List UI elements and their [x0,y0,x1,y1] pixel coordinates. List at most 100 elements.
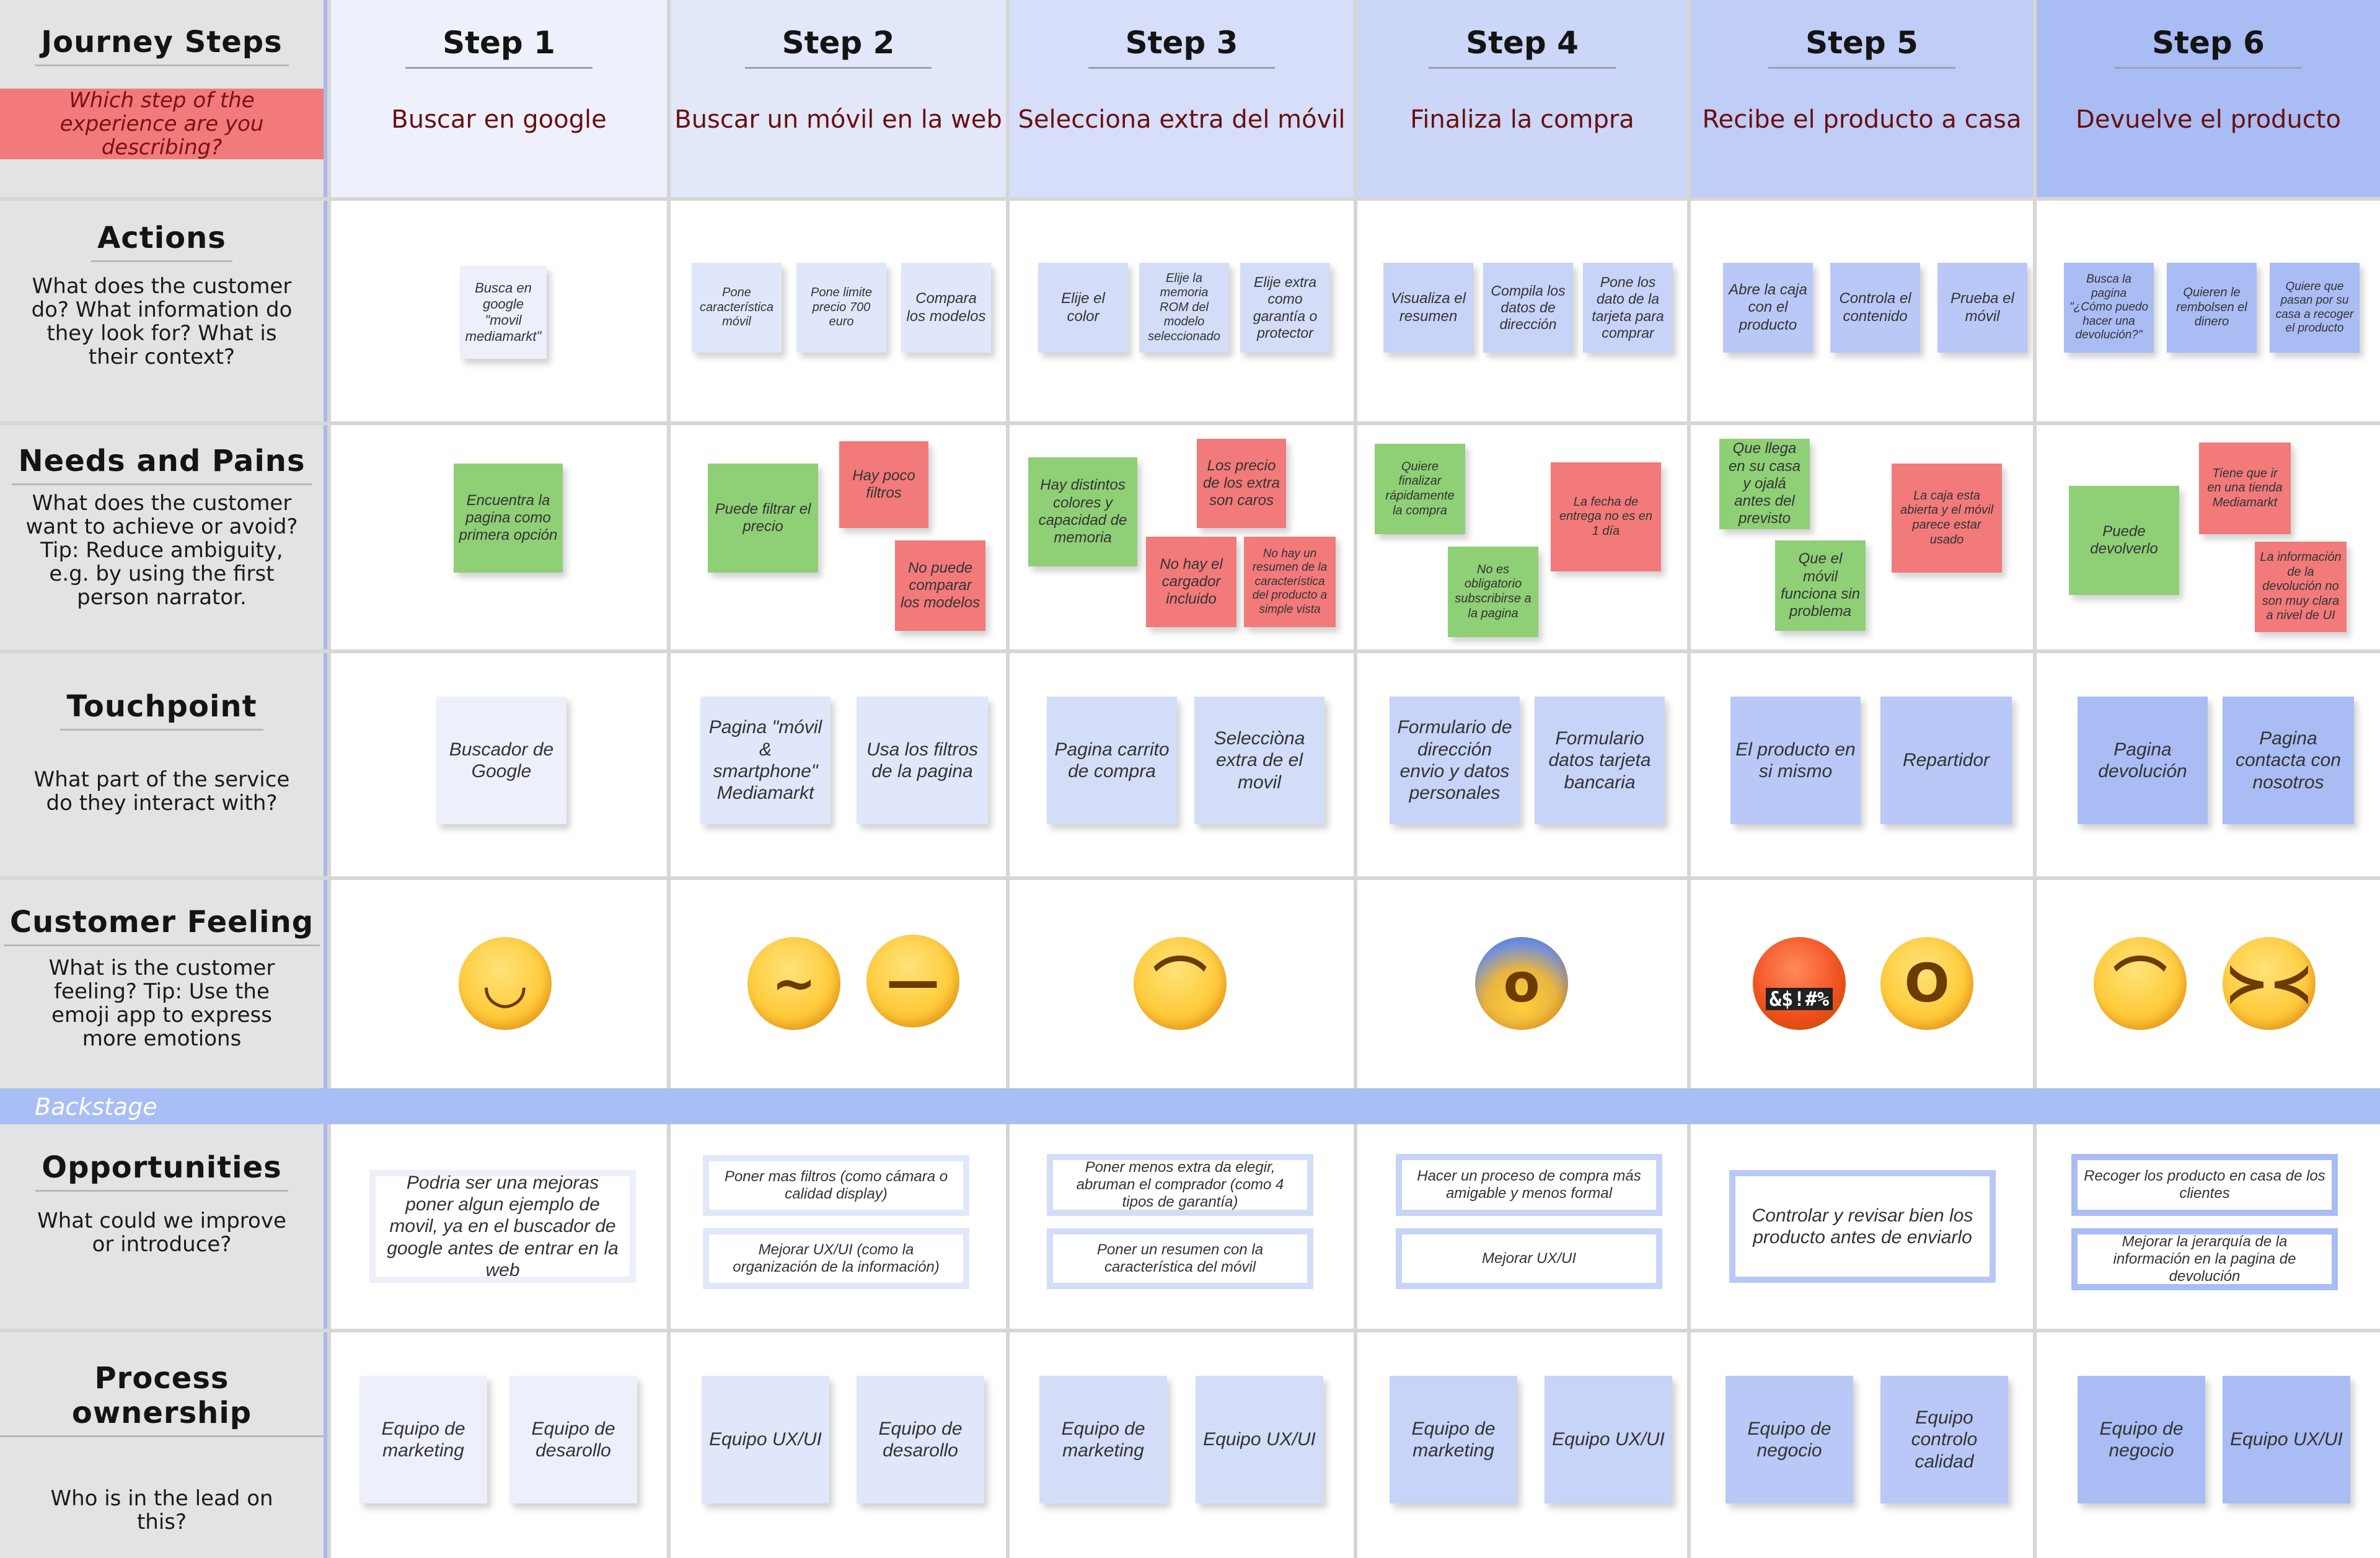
need-note[interactable]: Puede filtrar el precio [708,464,818,573]
action-note[interactable]: Abre la caja con el producto [1723,263,1813,353]
ownership-note[interactable]: Equipo de marketing [1039,1376,1167,1503]
action-note[interactable]: Pone característica móvil [692,263,782,353]
touchpoint-note[interactable]: Pagina carrito de compra [1047,697,1177,824]
opportunity-note[interactable]: Podria ser una mejoras poner algun ejemp… [369,1170,636,1283]
pain-note[interactable]: La fecha de entrega no es en 1 día [1551,462,1661,571]
step-3-title: Step 3 [1088,25,1276,69]
opportunity-note[interactable]: Mejorar la jerarquía de la información e… [2071,1228,2338,1290]
row-header-actions: Actions What does the customer do? What … [0,201,327,421]
need-note[interactable]: Encuentra la pagina como primera opción [454,464,563,573]
ownership-cell-step-1: Equipo de marketing Equipo de desarollo [331,1332,667,1558]
opportunity-note[interactable]: Mejorar UX/UI [1396,1228,1662,1289]
touchpoint-note[interactable]: Pagina devolución [2078,697,2208,824]
touchpoint-cell-step-1: Buscador de Google [331,653,667,876]
action-note[interactable]: Busca la pagina "¿Cómo puedo hacer una d… [2064,263,2154,353]
action-note[interactable]: Elije la memoria ROM del modelo seleccio… [1139,263,1229,353]
actions-question: What does the customer do? What informat… [31,274,293,369]
touchpoint-note[interactable]: Formulario de dirección envio y datos pe… [1390,697,1520,824]
action-note[interactable]: Quiere que pasan por su casa a recoger e… [2270,263,2360,353]
customer-feeling-question: What is the customer feeling? Tip: Use t… [48,956,275,1051]
ownership-note[interactable]: Equipo de desarollo [857,1376,984,1503]
actions-cell-step-2: Pone característica móvil Pone limite pr… [671,201,1006,421]
touchpoint-note[interactable]: Repartidor [1880,697,2012,824]
needs-cell-step-5: Que llega en su casa y ojalá antes del p… [1691,425,2033,649]
need-note[interactable]: Hay distintos colores y capacidad de mem… [1028,457,1137,566]
step-3-description: Selecciona extra del móvil [1018,105,1346,134]
pain-note[interactable]: Hay poco filtros [839,441,928,528]
opportunities-title: Opportunities [35,1150,288,1192]
touchpoint-note[interactable]: Pagina contacta con nosotros [2223,697,2354,824]
ownership-cell-step-6: Equipo de negocio Equipo UX/UI [2037,1332,2380,1558]
ownership-note[interactable]: Equipo de marketing [1390,1376,1517,1503]
need-note[interactable]: No es obligatorio subscribirse a la pagi… [1448,547,1538,637]
ownership-note[interactable]: Equipo de desarollo [509,1376,637,1503]
ownership-cell-step-2: Equipo UX/UI Equipo de desarollo [671,1332,1006,1558]
need-note[interactable]: Que llega en su casa y ojalá antes del p… [1719,439,1810,529]
opportunity-note[interactable]: Poner un resumen con la característica d… [1047,1228,1313,1289]
touchpoint-note[interactable]: El producto en si mismo [1730,697,1861,824]
ownership-note[interactable]: Equipo UX/UI [702,1376,829,1503]
feeling-cell-step-6: ⌒ ≻≺ [2037,880,2380,1088]
needs-pains-question: What does the customer want to achieve o… [25,491,298,610]
action-note[interactable]: Elije el color [1038,263,1128,353]
ownership-cell-step-5: Equipo de negocio Equipo controlo calida… [1691,1332,2033,1558]
opportunity-note[interactable]: Poner menos extra da elegir, abruman el … [1047,1154,1313,1216]
opportunity-note[interactable]: Poner mas filtros (como cámara o calidad… [703,1155,969,1216]
actions-cell-step-5: Abre la caja con el producto Controla el… [1691,201,2033,421]
action-note[interactable]: Busca en google "movil mediamarkt" [460,266,547,359]
action-note[interactable]: Quieren le rembolsen el dinero [2167,263,2257,353]
needs-cell-step-3: Hay distintos colores y capacidad de mem… [1010,425,1354,649]
opportunities-cell-step-3: Poner menos extra da elegir, abruman el … [1010,1124,1354,1329]
opportunity-note[interactable]: Hacer un proceso de compra más amigable … [1396,1154,1662,1216]
touchpoint-note[interactable]: Pagina "móvil & smartphone" Mediamarkt [700,697,831,824]
touchpoint-note[interactable]: Selecciòna extra de el movil [1194,697,1324,824]
ownership-note[interactable]: Equipo UX/UI [2223,1376,2350,1503]
step-6-header: Step 6 Devuelve el producto [2037,0,2380,197]
action-note[interactable]: Visualiza el resumen [1383,263,1473,353]
action-note[interactable]: Compila los datos de dirección [1483,263,1573,353]
ownership-note[interactable]: Equipo de marketing [359,1376,487,1503]
pain-note[interactable]: No hay un resumen de la característica d… [1244,537,1336,627]
pain-note[interactable]: No puede comparar los modelos [895,540,985,631]
actions-cell-step-6: Busca la pagina "¿Cómo puedo hacer una d… [2037,201,2380,421]
touchpoint-note[interactable]: Formulario datos tarjeta bancaria [1535,697,1665,824]
need-note[interactable]: Puede devolverlo [2069,486,2179,595]
ownership-cell-step-3: Equipo de marketing Equipo UX/UI [1010,1332,1354,1558]
action-note[interactable]: Controla el contenido [1830,263,1920,353]
row-header-opportunities: Opportunities What could we improve or i… [0,1124,327,1329]
opportunities-cell-step-6: Recoger los producto en casa de los clie… [2037,1124,2380,1329]
opportunity-note[interactable]: Mejorar UX/UI (como la organización de l… [703,1228,969,1289]
opportunity-note[interactable]: Controlar y revisar bien los producto an… [1729,1170,1996,1283]
slightly-smiling-face-icon: ◡ [459,937,552,1030]
pain-note[interactable]: La caja esta abierta y el móvil parece e… [1892,464,2002,573]
touchpoint-note[interactable]: Usa los filtros de la pagina [857,697,988,824]
step-2-header: Step 2 Buscar un móvil en la web [671,0,1006,197]
journey-steps-question: Which step of the experience are you des… [0,89,324,159]
need-note[interactable]: Quiere finalizar rápidamente la compra [1375,444,1465,534]
unamused-face-icon: ⌒ [1134,937,1227,1030]
pain-note[interactable]: Los precio de los extra son caros [1197,439,1286,528]
action-note[interactable]: Prueba el móvil [1937,263,2027,353]
ownership-note[interactable]: Equipo UX/UI [1196,1376,1323,1503]
pain-note[interactable]: La información de la devolución no son m… [2255,542,2347,632]
pain-note[interactable]: No hay el cargador incluido [1146,537,1236,627]
row-header-needs-pains: Needs and Pains What does the customer w… [0,425,327,649]
ownership-note[interactable]: Equipo de negocio [1726,1376,1853,1503]
journey-steps-title: Journey Steps [35,25,289,66]
action-note[interactable]: Compara los modelos [901,263,991,353]
need-note[interactable]: Que el móvil funciona sin problema [1775,540,1866,631]
backstage-bar: Backstage [0,1088,2380,1124]
opportunity-note[interactable]: Recoger los producto en casa de los clie… [2071,1154,2338,1216]
step-4-description: Finaliza la compra [1410,105,1634,134]
ownership-note[interactable]: Equipo controlo calidad [1880,1376,2008,1503]
action-note[interactable]: Elije extra como garantía o protector [1240,263,1330,353]
thinking-face-icon: ~ [747,937,840,1030]
ownership-note[interactable]: Equipo UX/UI [1545,1376,1672,1503]
pain-note[interactable]: Tiene que ir en una tienda Mediamarkt [2199,442,2291,534]
ownership-note[interactable]: Equipo de negocio [2078,1376,2205,1503]
step-4-header: Step 4 Finaliza la compra [1357,0,1687,197]
step-5-description: Recibe el producto a casa [1702,105,2022,134]
action-note[interactable]: Pone limite precio 700 euro [796,263,886,353]
action-note[interactable]: Pone los dato de la tarjeta para comprar [1583,263,1673,353]
touchpoint-note[interactable]: Buscador de Google [436,697,566,824]
